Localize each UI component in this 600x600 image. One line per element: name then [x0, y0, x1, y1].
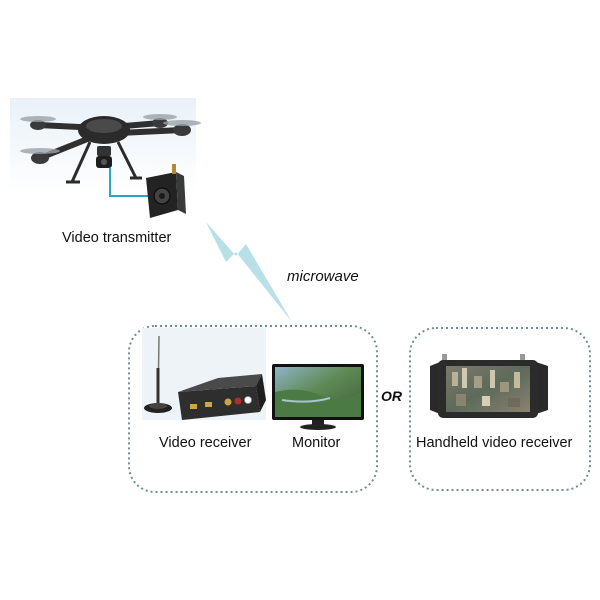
handheld-receiver-icon — [430, 354, 548, 418]
lightning-signal-icon — [206, 222, 292, 322]
monitor-label: Monitor — [292, 435, 341, 451]
video-receiver-box-icon — [178, 374, 266, 420]
video-transmitter-label: Video transmitter — [62, 230, 172, 246]
antenna-icon — [144, 335, 172, 413]
drone-icon — [20, 114, 201, 184]
connection-cable — [109, 168, 148, 197]
video-receiver-label: Video receiver — [159, 435, 252, 451]
or-label: OR — [381, 388, 402, 404]
video-transmitter-icon — [146, 164, 186, 218]
handheld-video-receiver-label: Handheld video receiver — [416, 435, 573, 451]
microwave-label: microwave — [287, 268, 359, 285]
monitor-icon — [272, 364, 364, 430]
